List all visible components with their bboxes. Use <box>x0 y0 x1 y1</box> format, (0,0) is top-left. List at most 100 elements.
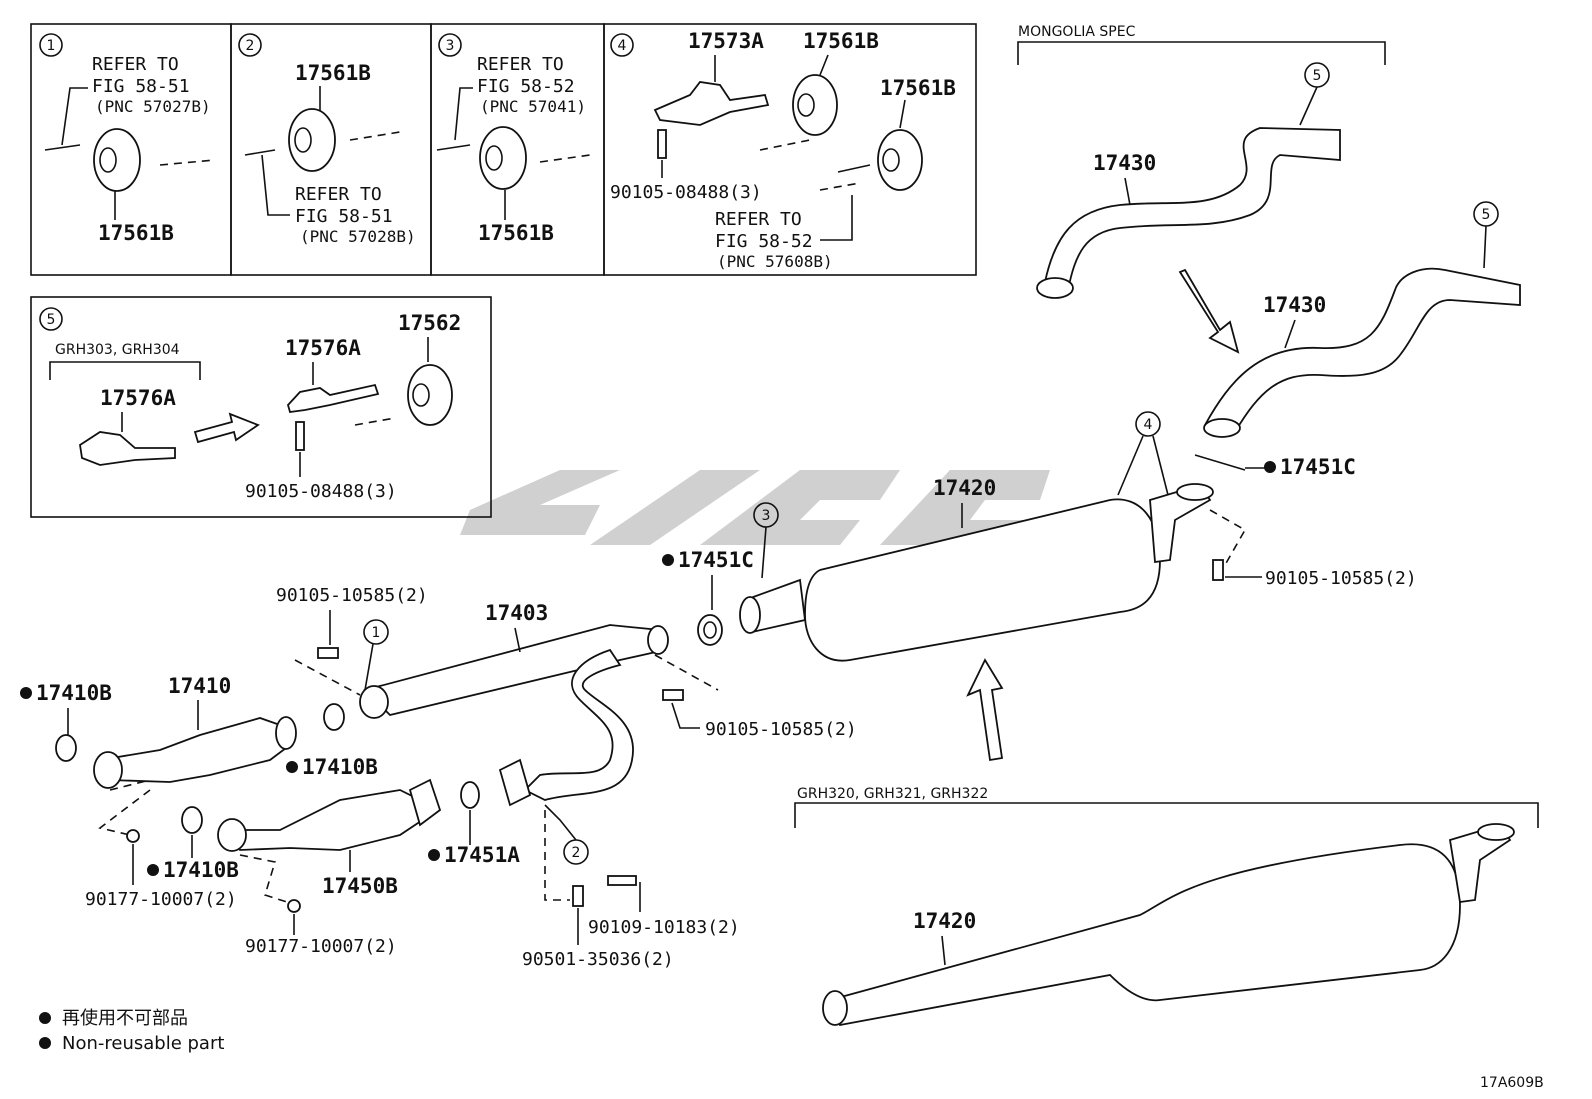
part-17430-label: 17430 <box>1263 293 1326 317</box>
tailpipe-standard: 5 17430 17451C <box>1194 201 1521 479</box>
muffler-icon <box>804 498 1161 662</box>
converter-17410: 17410B 17410 17410B 17410B 90177-10007(2… <box>20 674 378 910</box>
non-reusable-mark-icon <box>1264 461 1276 473</box>
non-reusable-mark-icon <box>286 761 298 773</box>
inset-1-badge <box>39 33 63 57</box>
mongolia-spec-label: MONGOLIA SPEC <box>1018 24 1136 40</box>
bolt-icon <box>607 875 637 886</box>
rubber-hanger-icon <box>288 108 336 172</box>
inset-5: 5 GRH303, GRH304 17576A 17576A 90105-084… <box>30 296 492 518</box>
rubber-hanger-icon <box>93 128 141 192</box>
bolt-icon <box>317 647 339 659</box>
part-17451a-label: 17451A <box>444 843 520 867</box>
arrow-down-icon <box>1178 268 1240 354</box>
part-17410b-bottom-label: 17410B <box>163 858 239 882</box>
inset-2-ref-line2: FIG 58-51 <box>295 206 393 227</box>
rubber-hanger-icon <box>407 364 453 426</box>
inset-2-number: 2 <box>246 38 255 54</box>
gasket-icon <box>460 781 480 809</box>
nut-icon <box>287 899 301 913</box>
callout-5a: 5 <box>1313 68 1322 84</box>
non-reusable-mark-icon <box>39 1012 51 1024</box>
inset-2-part-label: 17561B <box>295 61 371 85</box>
inset-3-ref-line1: REFER TO <box>477 54 564 75</box>
callout-4: 4 <box>1144 417 1153 433</box>
callout-2: 2 <box>572 845 581 861</box>
inset-3: 3 REFER TO FIG 58-52 (PNC 57041) 17561B <box>436 33 591 245</box>
inset-2: 2 17561B REFER TO FIG 58-51 (PNC 57028B) <box>238 33 416 246</box>
callout-3: 3 <box>762 508 771 524</box>
inset-2-ref-line3: (PNC 57028B) <box>300 227 416 246</box>
inset-4-part3-label: 17561B <box>880 76 956 100</box>
inset-1-ref-line3: (PNC 57027B) <box>95 97 211 116</box>
legend: 再使用不可部品 Non-reusable part <box>39 1008 224 1054</box>
stud-icon <box>572 885 584 907</box>
part-17410b-top-label: 17410B <box>36 681 112 705</box>
inset-4-bolt-label: 90105-08488(3) <box>610 182 762 203</box>
inset-1-number: 1 <box>47 38 56 54</box>
callout-1: 1 <box>372 625 381 641</box>
inset-3-part-label: 17561B <box>478 221 554 245</box>
callout-5b: 5 <box>1482 207 1491 223</box>
arrow-up-icon <box>966 658 1004 762</box>
inset-4-ref-line3: (PNC 57608B) <box>717 252 833 271</box>
legend-jp-text: 再使用不可部品 <box>62 1008 188 1029</box>
inset-row <box>30 23 977 276</box>
inset-4-part2-label: 17561B <box>803 29 879 53</box>
inset-5-number: 5 <box>47 312 56 328</box>
part-17420-label: 17420 <box>933 476 996 500</box>
gasket-icon <box>323 703 345 731</box>
inset-5-isolator-label: 17562 <box>398 311 461 335</box>
inset-1-ref-line2: FIG 58-51 <box>92 76 190 97</box>
bolt-90109-label: 90109-10183(2) <box>588 917 740 938</box>
front-pipe: 17403 1 90105-10585(2) 90105-10585(2) 2 … <box>276 585 857 970</box>
non-reusable-mark-icon <box>39 1037 51 1049</box>
inset-3-number: 3 <box>446 38 455 54</box>
inset-4: 4 17573A 17561B 17561B 90105-08488(3) RE… <box>610 29 956 271</box>
non-reusable-mark-icon <box>20 687 32 699</box>
inset-1-part-label: 17561B <box>98 221 174 245</box>
rubber-hanger-icon <box>792 74 838 136</box>
inset-1-ref-line1: REFER TO <box>92 54 179 75</box>
nut-90177-left-label: 90177-10007(2) <box>85 889 237 910</box>
grh320-section: GRH320, GRH321, GRH322 17420 <box>794 786 1539 1027</box>
inset-4-part1-label: 17573A <box>688 29 764 53</box>
figure-id-label: 17A609B <box>1480 1075 1544 1091</box>
gasket-17451c: 17451C <box>662 548 754 646</box>
inset-5-variant-label: GRH303, GRH304 <box>55 342 180 358</box>
rubber-hanger-icon <box>877 129 923 191</box>
inset-2-ref-line1: REFER TO <box>295 184 382 205</box>
part-17403-label: 17403 <box>485 601 548 625</box>
part-17430-mongolia-label: 17430 <box>1093 151 1156 175</box>
part-17450b-label: 17450B <box>322 874 398 898</box>
part-17451c-right-label: 17451C <box>1280 455 1356 479</box>
bolt-icon <box>657 129 667 159</box>
tailpipe-mongolia-icon <box>1043 127 1341 292</box>
legend-en-text: Non-reusable part <box>62 1033 224 1054</box>
bracket-icon <box>653 81 770 126</box>
inset-4-number: 4 <box>618 38 627 54</box>
catalytic-converter-icon <box>228 789 432 851</box>
non-reusable-mark-icon <box>662 554 674 566</box>
bolt-icon <box>662 689 684 701</box>
muffler-grh320-icon <box>828 843 1461 1027</box>
nut-90177-right-label: 90177-10007(2) <box>245 936 397 957</box>
arrow-right-icon <box>193 412 260 444</box>
bolt-90105-mid-label: 90105-10585(2) <box>705 719 857 740</box>
bolt-90105-right-label: 90105-10585(2) <box>1265 568 1417 589</box>
gasket-icon <box>181 806 203 834</box>
catalytic-converter-icon <box>98 717 292 783</box>
main-muffler: 17420 4 3 90105-10585(2) <box>739 411 1417 762</box>
bracket-icon <box>286 383 380 413</box>
bolt-90105-top-label: 90105-10585(2) <box>276 585 428 606</box>
grh320-variant-label: GRH320, GRH321, GRH322 <box>797 786 988 802</box>
gasket-icon <box>697 614 723 646</box>
converter-17450b: 17450B 90177-10007(2) 17451A <box>217 778 520 957</box>
inset-3-ref-line3: (PNC 57041) <box>480 97 586 116</box>
front-pipe-icon <box>363 624 667 716</box>
bolt-icon <box>295 421 305 451</box>
bracket-icon <box>79 431 176 466</box>
part-17410-label: 17410 <box>168 674 231 698</box>
bolt-icon <box>1212 559 1224 581</box>
